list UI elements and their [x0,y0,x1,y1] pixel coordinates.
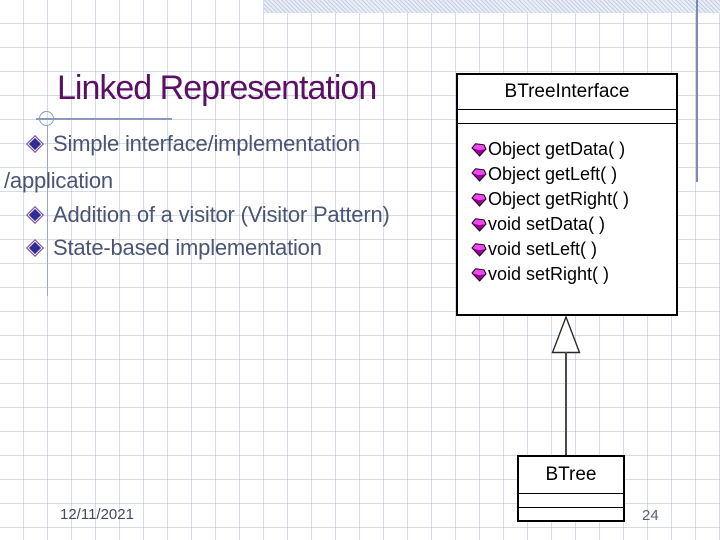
content-left-rule [47,126,48,296]
gem-bullet-icon [471,192,487,207]
method-text: Object getRight( ) [488,189,630,209]
gem-bullet-icon [471,242,487,257]
list-item: State-based implementation [26,231,322,264]
list-item-wrap: /application [4,164,113,197]
attributes-compartment [519,493,623,507]
list-item-text: /application [4,167,113,193]
method-text: void setLeft( ) [488,239,598,259]
gem-bullet-icon [471,167,487,182]
title-ring-ornament [39,111,54,126]
method-item: void setRight( ) [471,262,676,287]
class-name: BTreeInterface [504,81,630,102]
footer-date: 12/11/2021 [60,506,134,523]
methods-compartment: Object getData( ) Object getLeft( ) Obje… [458,124,676,287]
inheritance-triangle-icon [551,315,581,354]
method-text: Object getLeft( ) [488,164,618,184]
method-item: Object getData( ) [471,137,676,162]
list-item: Simple interface/implementation [26,127,360,160]
method-item: Object getLeft( ) [471,162,676,187]
title-underline [36,118,172,120]
gem-bullet-icon [471,142,487,157]
top-band-decoration [264,0,720,13]
right-edge-rule [696,0,698,182]
diamond-bullet-icon [26,238,44,257]
method-text: void setRight( ) [488,264,610,284]
class-name: BTree [545,464,597,485]
list-item-text: State-based implementation [53,234,322,260]
page-number: 24 [642,507,659,524]
gem-bullet-icon [471,267,487,282]
uml-interface-class-box: BTreeInterface Object getData( ) Object … [456,73,678,316]
method-item: void setLeft( ) [471,237,676,262]
inheritance-connector-line [565,352,567,456]
list-item: Addition of a visitor (Visitor Pattern) [26,198,390,231]
method-text: Object getData( ) [488,139,626,159]
uml-child-class-box: BTree [517,455,625,522]
attributes-compartment [458,109,676,124]
method-text: void setData( ) [488,214,606,234]
gem-bullet-icon [471,217,487,232]
list-item-text: Addition of a visitor (Visitor Pattern) [53,201,390,227]
list-item-text: Simple interface/implementation [53,130,360,156]
diamond-bullet-icon [26,134,44,153]
methods-compartment [519,507,623,521]
diamond-bullet-icon [26,205,44,224]
method-item: Object getRight( ) [471,187,676,212]
method-item: void setData( ) [471,212,676,237]
page-title: Linked Representation [57,69,377,107]
